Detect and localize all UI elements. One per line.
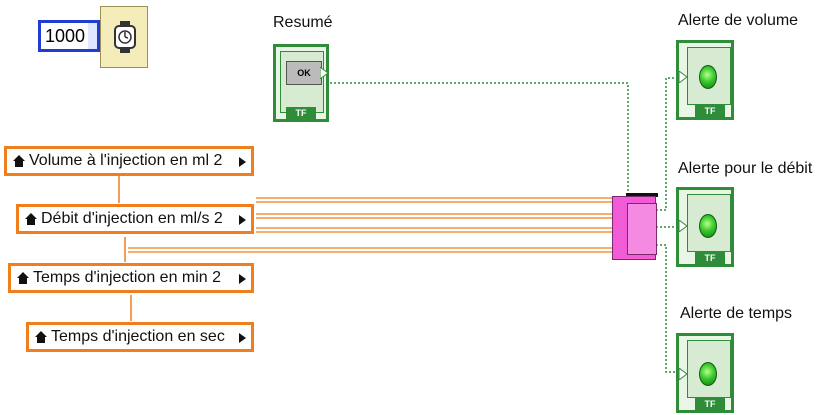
house-icon bbox=[17, 272, 29, 284]
ref-temps-injection-min-label: Temps d'injection en min 2 bbox=[33, 269, 222, 286]
ref-debit-injection[interactable]: Débit d'injection en ml/s 2 bbox=[16, 204, 254, 234]
house-icon bbox=[25, 213, 37, 225]
ref-temps-injection-min[interactable]: Temps d'injection en min 2 bbox=[8, 263, 254, 293]
input-arrow-icon bbox=[679, 368, 687, 380]
numeric-wire-bundle bbox=[128, 197, 614, 253]
numeric-constant-value: 1000 bbox=[45, 26, 86, 46]
input-arrow-icon bbox=[679, 220, 687, 232]
subvi-inner bbox=[627, 203, 657, 255]
ref-volume-injection-label: Volume à l'injection en ml 2 bbox=[29, 152, 223, 169]
led-icon bbox=[699, 214, 717, 238]
arrow-right-icon bbox=[239, 333, 246, 343]
subvi-header bbox=[626, 193, 658, 197]
ref-volume-injection[interactable]: Volume à l'injection en ml 2 bbox=[4, 146, 254, 176]
alert-subvi[interactable] bbox=[612, 196, 657, 260]
arrow-right-icon bbox=[239, 274, 246, 284]
resume-boolean-wire bbox=[330, 82, 629, 196]
indicator-temps-tf-tag: TF bbox=[695, 398, 725, 410]
led-icon bbox=[699, 362, 717, 386]
indicator-debit-tf-tag: TF bbox=[695, 252, 725, 264]
indicator-volume-label: Alerte de volume bbox=[678, 12, 799, 29]
arrow-right-icon bbox=[239, 215, 246, 225]
boolean-output-wires bbox=[656, 77, 678, 373]
house-icon bbox=[35, 331, 47, 343]
indicator-debit-label: Alerte pour le débit bbox=[678, 160, 813, 177]
input-arrow-icon bbox=[679, 71, 687, 83]
ref-debit-injection-label: Débit d'injection en ml/s 2 bbox=[41, 210, 223, 227]
indicator-volume[interactable]: TF bbox=[676, 40, 734, 120]
numeric-constant-terminal bbox=[88, 20, 100, 52]
wait-function[interactable] bbox=[100, 6, 148, 68]
output-arrow-icon bbox=[320, 67, 328, 79]
resume-control[interactable]: OK TF bbox=[273, 44, 329, 122]
arrow-right-icon bbox=[239, 157, 246, 167]
resume-label: Resumé bbox=[273, 14, 333, 31]
indicator-debit[interactable]: TF bbox=[676, 187, 734, 267]
indicator-temps[interactable]: TF bbox=[676, 333, 734, 413]
wristwatch-icon bbox=[114, 21, 136, 53]
resume-ok-button[interactable]: OK bbox=[286, 61, 322, 85]
numeric-constant[interactable]: 1000 bbox=[38, 20, 94, 52]
indicator-face bbox=[687, 340, 731, 398]
ref-temps-injection-sec[interactable]: Temps d'injection en sec bbox=[26, 322, 254, 352]
ref-temps-injection-sec-label: Temps d'injection en sec bbox=[51, 328, 225, 345]
house-icon bbox=[13, 155, 25, 167]
resume-tf-tag: TF bbox=[286, 107, 316, 119]
indicator-temps-label: Alerte de temps bbox=[680, 305, 793, 322]
indicator-volume-tf-tag: TF bbox=[695, 105, 725, 117]
led-icon bbox=[699, 65, 717, 89]
